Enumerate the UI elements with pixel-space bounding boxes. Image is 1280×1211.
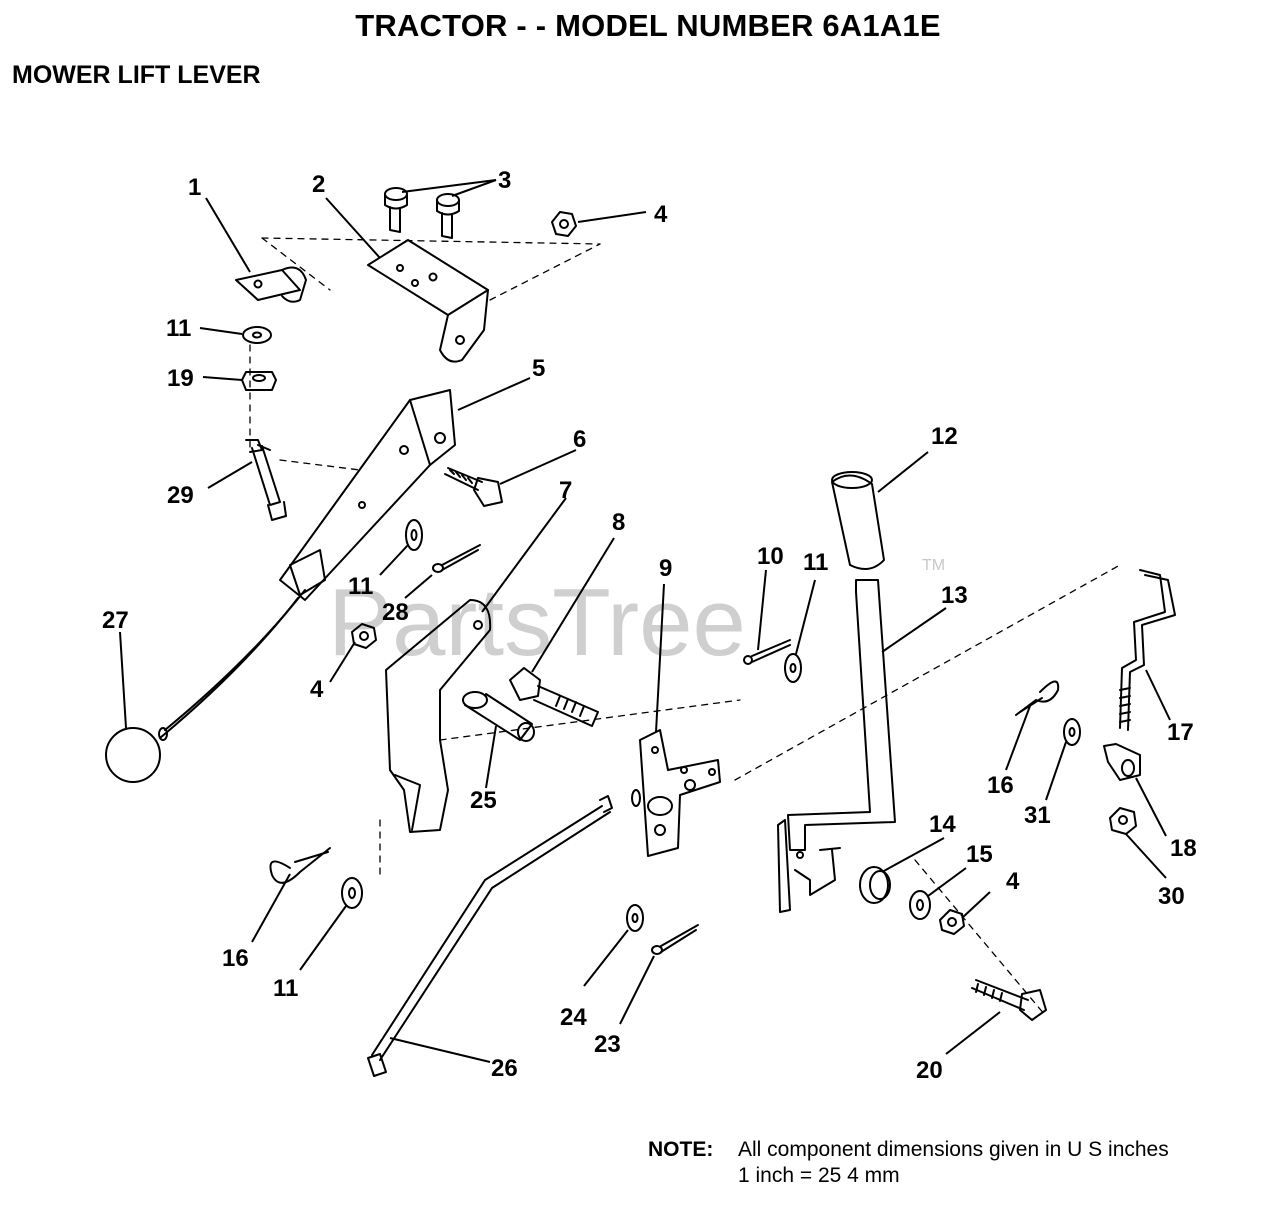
callout-5: 5: [532, 355, 545, 382]
callout-23: 23: [594, 1031, 621, 1058]
callout-labels: 1 2 3 4 11 19 5 29 6 7 12 8 11 28 10 11 …: [102, 167, 1197, 1084]
part-swivel: [1103, 743, 1141, 781]
callout-27: 27: [102, 607, 129, 634]
dimension-note: NOTE: All component dimensions given in U…: [648, 1137, 1169, 1189]
part-pin-25: [462, 691, 535, 742]
part-bushing: [859, 866, 891, 904]
part-clip: [235, 266, 307, 303]
callout-12: 12: [931, 423, 958, 450]
note-line-1: All component dimensions given in U S in…: [738, 1138, 1169, 1161]
part-bolt-6: [444, 467, 503, 507]
callout-16: 16: [987, 772, 1014, 799]
callout-14: 14: [929, 811, 956, 838]
callout-26: 26: [491, 1055, 518, 1082]
part-nut-30: [1109, 807, 1137, 835]
note-label: NOTE:: [648, 1138, 714, 1161]
callout-9: 9: [659, 555, 672, 582]
part-pin-23: [651, 924, 699, 955]
callout-20: 20: [916, 1057, 943, 1084]
callout-16: 16: [222, 945, 249, 972]
part-spacer: [241, 371, 277, 391]
part-bracket: [367, 239, 489, 363]
part-grip: [831, 471, 885, 570]
callout-11: 11: [348, 573, 373, 600]
part-bracket-9: [631, 729, 721, 857]
part-lever-arm: [159, 389, 456, 739]
callout-4: 4: [1006, 868, 1020, 895]
part-bolts: [384, 187, 460, 239]
callout-2: 2: [312, 171, 325, 198]
callout-17: 17: [1167, 719, 1194, 746]
callout-24: 24: [560, 1004, 587, 1031]
callout-29: 29: [167, 482, 194, 509]
callout-31: 31: [1024, 802, 1051, 829]
callout-8: 8: [612, 509, 625, 536]
alignment-lines: [249, 237, 1121, 1016]
watermark: PartsTree: [328, 569, 746, 676]
callout-7: 7: [559, 477, 572, 504]
leader-lines: [119, 179, 1171, 1063]
callout-19: 19: [167, 365, 194, 392]
part-lever-13: [777, 579, 896, 913]
part-plate-7: [385, 599, 492, 833]
page-title: TRACTOR - - MODEL NUMBER 6A1A1E: [355, 8, 941, 43]
part-bolt-8: [509, 667, 599, 727]
part-rod-17: [1119, 569, 1176, 731]
part-washers: [242, 326, 1081, 932]
callout-6: 6: [573, 426, 586, 453]
callout-28: 28: [382, 599, 409, 626]
callout-4: 4: [310, 676, 324, 703]
callout-15: 15: [966, 841, 993, 868]
callout-1: 1: [188, 174, 201, 201]
callout-13: 13: [941, 582, 968, 609]
note-line-2: 1 inch = 25 4 mm: [738, 1164, 900, 1187]
callout-4: 4: [654, 201, 668, 228]
part-knob: [105, 727, 168, 783]
callout-11: 11: [166, 315, 191, 342]
callout-10: 10: [757, 543, 784, 570]
callout-25: 25: [470, 787, 497, 814]
part-pin-28: [432, 544, 481, 573]
part-pin-10: [743, 639, 791, 665]
callout-3: 3: [498, 167, 511, 194]
part-rod-26: [367, 795, 613, 1077]
callout-30: 30: [1158, 883, 1185, 910]
part-link-29: [245, 439, 287, 521]
callout-11: 11: [273, 975, 298, 1002]
callout-11: 11: [803, 549, 828, 576]
part-hairpins: [269, 680, 1060, 884]
callout-18: 18: [1170, 835, 1197, 862]
section-subtitle: MOWER LIFT LEVER: [12, 61, 261, 89]
part-bolt-20: [971, 979, 1047, 1021]
watermark-trademark: TM: [922, 557, 945, 574]
